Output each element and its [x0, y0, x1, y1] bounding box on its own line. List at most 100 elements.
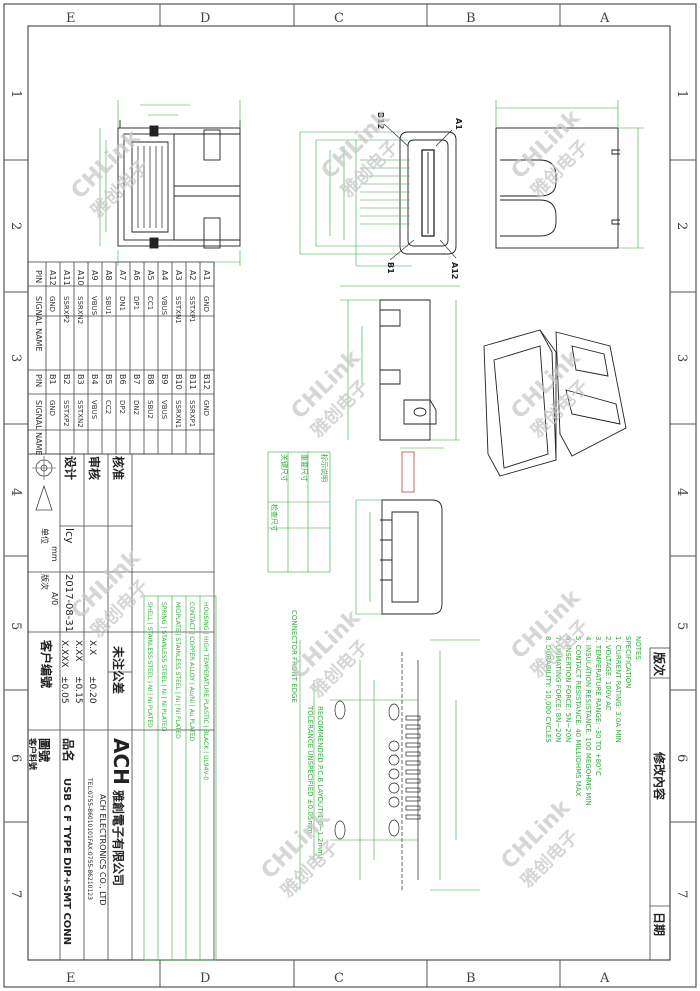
pin-a-number: A3: [174, 270, 183, 281]
tol-fmt-2: X.XX: [73, 640, 83, 661]
pcb-pad: [405, 787, 421, 793]
profile-view-dimensions: [340, 285, 460, 449]
material-table-grid: [143, 595, 217, 961]
pin-b-number: B10: [174, 374, 183, 390]
front-view-leaders: [383, 123, 457, 261]
product-name-label: 品名: [61, 738, 76, 762]
pin-b-number: B12: [202, 374, 211, 390]
signal-header-a: SIGNAL NAME: [34, 296, 43, 352]
zone-number-right-6: 6: [674, 754, 689, 762]
zone-number-left-5: 5: [8, 622, 23, 630]
pin-header-a: PIN: [34, 270, 43, 283]
zone-letter-top-d: D: [200, 11, 210, 26]
pin-a-signal: SSRXN2: [76, 296, 84, 324]
legend-row-2: 关键尺寸: [280, 454, 289, 482]
isometric-view-2: [555, 331, 627, 457]
pin-a-signal: CC1: [146, 296, 154, 310]
pcb-pad: [405, 796, 421, 802]
zone-number-left-6: 6: [8, 754, 23, 762]
designer-name: lcy: [63, 528, 76, 544]
front-view-dimensions: [299, 131, 412, 267]
zone-number-right-2: 2: [674, 222, 689, 230]
zone-number-right-7: 7: [674, 890, 689, 898]
pin-a-number: A7: [118, 270, 127, 281]
tol-val-1: ±0.20: [87, 676, 97, 704]
pin-a-number: A11: [62, 270, 71, 286]
legend-box-grid: [267, 451, 331, 573]
pin-b-signal: GND: [48, 400, 56, 416]
pin-header-b: PIN: [34, 374, 43, 387]
section-view-red-marks: [401, 451, 415, 493]
material-row: SPRING | STAINLESS STEEL | Ni | Ni PLATE…: [160, 602, 167, 732]
zone-letter-bottom-e: E: [66, 971, 76, 986]
zone-letter-top-e: E: [66, 11, 76, 26]
revision-date-label: 日期: [652, 912, 667, 936]
tol-fmt-1: X.X: [87, 640, 97, 655]
material-row: HOUSING | HIGH TEMPERATURE PLASTIC | BLA…: [202, 602, 209, 780]
pin-a-number: A12: [48, 270, 57, 286]
pin-b-signal: GND: [202, 400, 210, 416]
pin-table-cells: A12GNDB1GNDA11SSRXP2B2SSTXP2A10SSRXN2B3S…: [48, 270, 211, 428]
pcb-notes: CONNECTOR FRONT EDGE RECOMMENDED P.C.B L…: [290, 610, 324, 859]
pin-a-signal: VBUS: [160, 296, 168, 316]
pin-b-number: B11: [188, 374, 197, 390]
pin-a-number: A1: [202, 270, 211, 281]
pin-b-signal: DP2: [118, 400, 126, 414]
pcb-pad: [405, 724, 421, 730]
pin-b-signal: VBUS: [90, 400, 98, 420]
material-row: CONTACT | COPPER ALLOY | Au/Ni | Au PLAT…: [188, 602, 195, 742]
pin-b-number: B9: [160, 374, 169, 385]
pin-a-signal: DN1: [118, 296, 126, 311]
front-view-drawing: [399, 131, 457, 255]
projection-symbol: [32, 456, 56, 511]
pin-b-signal: DN2: [132, 400, 140, 415]
notes-line: 5. CONTACT RESISTANCE: 40 MILLIOHMS MAX: [574, 636, 582, 797]
material-table-rows: SHELL | STAINLESS STEEL | Ni | Ni PLATED…: [146, 602, 209, 780]
pcb-pad: [405, 778, 421, 784]
side-view-dimensions: [495, 100, 644, 249]
company-name-cn: 雅創電子有限公司: [111, 789, 126, 886]
notes-line: 4. INSULATION RESISTANCE: 100 MEGOHMS MI…: [584, 636, 592, 806]
review-label: 审核: [87, 456, 102, 480]
section-view-drawing: [380, 499, 443, 615]
pin-b-number: B6: [118, 374, 127, 385]
tol-val-3: ±0.05: [59, 676, 69, 704]
zone-numbers: 1 2 3 4 5 6 7 1 2 3 4 5 6 7: [8, 90, 689, 898]
pin-table-headers: PIN SIGNAL NAME PIN SIGNAL NAME: [34, 270, 43, 456]
notes-line: 3. TEMPERATURE RANGE: -30 TO +80°C: [594, 636, 602, 776]
pcb-pad: [405, 805, 421, 811]
title-block-grid: [27, 453, 215, 961]
zone-letter-bottom-c: C: [334, 971, 344, 986]
company-name-en: ACH ELECTRONICS CO., LTD: [98, 794, 107, 906]
pin-table-columns: [45, 262, 215, 454]
pcb-pad: [405, 814, 421, 820]
pin-b-signal: SBU2: [146, 400, 154, 419]
pin-a-number: A9: [90, 270, 99, 281]
pin-a-number: A5: [146, 270, 155, 281]
notes-line: 8. DURABILITY: 10,000 CYCLES: [544, 636, 552, 743]
notes-line: 7. UNMATING FORCE: 8N~20N: [554, 636, 562, 742]
profile-view-drawing: [379, 299, 437, 441]
notes-line: 1. CURRENT RATING: 3.0A MIN: [614, 636, 622, 743]
notes-line: 2. VOLTAGE: 100V AC: [604, 636, 612, 711]
pin-a-signal: DP1: [132, 296, 140, 310]
front-view-pin-labels: B12 A1 B1 A12: [376, 112, 463, 279]
pcb-pad: [405, 769, 421, 775]
pin-a-signal: SSTXN1: [174, 296, 182, 324]
pcb-note-tolerance: TOLERANCE UNSPECIFIED ±0.05mm: [306, 705, 314, 834]
pcb-layout-dimensions: [299, 639, 480, 891]
pcb-pad: [405, 760, 421, 766]
zone-number-right-3: 3: [674, 354, 689, 362]
section-view-dimensions: [355, 499, 382, 615]
material-row: SHELL | STAINLESS STEEL | Ni | Ni PLATED: [146, 602, 153, 728]
approve-label: 核准: [111, 456, 126, 480]
notes-title: NOTES:: [634, 636, 642, 662]
zone-number-left-3: 3: [8, 354, 23, 362]
